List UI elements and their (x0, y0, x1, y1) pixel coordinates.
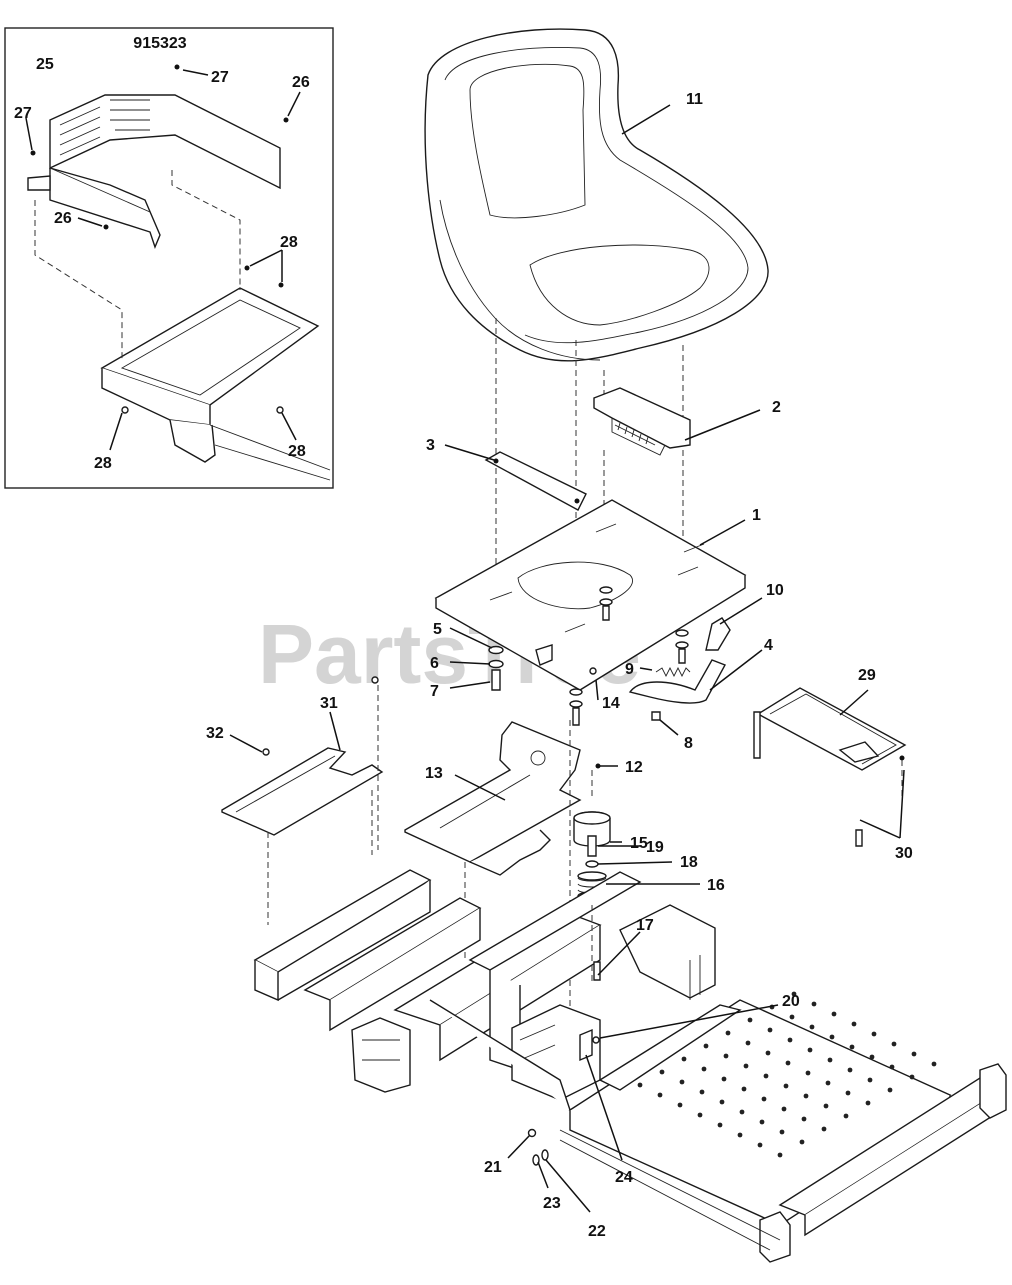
callout-labels: 11 2 3 1 10 4 5 6 7 9 14 8 12 13 15 19 1… (14, 56, 913, 1240)
callout-26-b: 26 (54, 210, 72, 227)
callout-10: 10 (766, 582, 784, 599)
lever-part-4 (628, 659, 726, 704)
inset-kit: 915323 (4, 27, 334, 489)
callout-26-a: 26 (292, 74, 310, 91)
callout-19: 19 (646, 839, 664, 856)
rail-part-2 (593, 387, 691, 456)
rail-part-3 (484, 451, 587, 511)
callout-28-c: 28 (288, 443, 306, 460)
callout-32: 32 (206, 725, 224, 742)
callout-14: 14 (602, 695, 620, 712)
leader-lines (229, 104, 905, 1213)
callout-25: 25 (36, 56, 54, 73)
fasteners-5-6-7 (488, 645, 504, 691)
sleeve-part-10 (705, 617, 731, 651)
inset-frame (4, 27, 334, 489)
callout-11: 11 (686, 91, 703, 108)
bracket-part-31 (221, 676, 384, 836)
callout-15: 15 (630, 835, 648, 852)
fastener-part-12 (595, 763, 601, 769)
callout-3: 3 (426, 437, 435, 454)
bumper-part-15 (573, 811, 611, 847)
pin-part-8 (651, 711, 661, 721)
callout-17: 17 (636, 917, 654, 934)
footrest-holes (637, 991, 937, 1158)
callout-1: 1 (752, 507, 761, 524)
seat-part-11 (424, 28, 769, 362)
callout-8: 8 (684, 735, 693, 752)
inset-seat-frame (100, 287, 331, 481)
callout-4: 4 (764, 637, 773, 654)
callout-21: 21 (484, 1159, 502, 1176)
callout-7: 7 (430, 683, 439, 700)
callout-31: 31 (320, 695, 338, 712)
callout-5: 5 (433, 621, 442, 638)
callout-22: 22 (588, 1223, 606, 1240)
bolt-part-19 (587, 835, 597, 857)
callout-13: 13 (425, 765, 443, 782)
spring-part-9 (655, 666, 691, 678)
shield-part-25 (27, 94, 281, 249)
main-frame (253, 869, 1007, 1263)
callout-29: 29 (858, 667, 876, 684)
callout-27-b: 27 (14, 105, 32, 122)
callout-24: 24 (615, 1169, 633, 1186)
callout-28-a: 28 (280, 234, 298, 251)
callout-12: 12 (625, 759, 643, 776)
inset-kit-number: 915323 (133, 35, 186, 52)
bracket-part-29 (753, 687, 907, 847)
callout-28-b: 28 (94, 455, 112, 472)
callout-30: 30 (895, 845, 913, 862)
callout-9: 9 (625, 661, 634, 678)
callout-23: 23 (543, 1195, 561, 1212)
callout-27-a: 27 (211, 69, 229, 86)
callout-18: 18 (680, 854, 698, 871)
callout-16: 16 (707, 877, 725, 894)
washer-part-18 (585, 860, 599, 868)
plate-part-13 (404, 721, 582, 876)
callout-6: 6 (430, 655, 439, 672)
callout-2: 2 (772, 399, 781, 416)
callout-20: 20 (782, 993, 800, 1010)
